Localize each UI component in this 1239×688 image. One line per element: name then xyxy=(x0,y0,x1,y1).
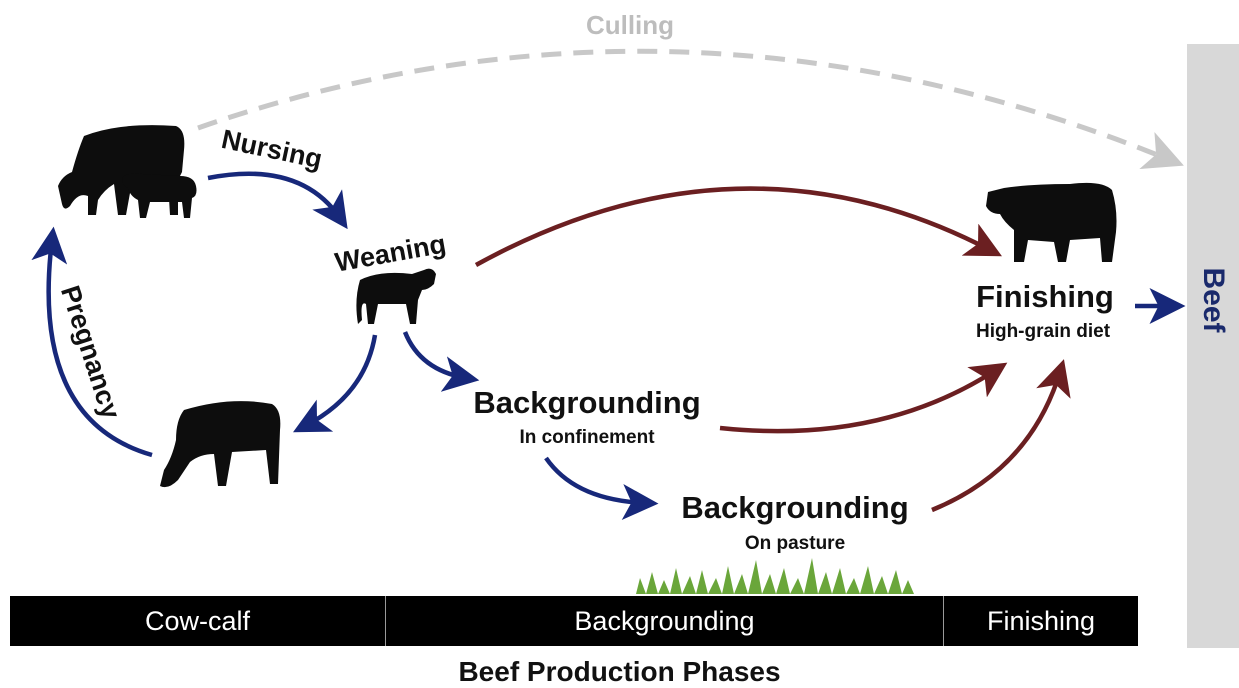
grazing-cow-icon xyxy=(160,401,281,488)
phase-backgrounding: Backgrounding xyxy=(386,596,944,646)
weaning-to-finishing-arrow xyxy=(474,186,1002,267)
beef-output-panel xyxy=(1187,44,1239,648)
culling-label: Culling xyxy=(586,10,674,40)
weaning-to-cow-arrow xyxy=(293,334,378,433)
finishing-steer-icon xyxy=(986,182,1117,262)
beef-label: Beef xyxy=(1197,267,1230,333)
pregnancy-label: Pregnancy xyxy=(55,282,126,423)
grass-icon xyxy=(636,558,914,594)
weaning-to-confinement-arrow xyxy=(402,331,480,392)
nursing-label: Nursing xyxy=(219,124,325,175)
cow-with-calf-icon xyxy=(58,125,197,218)
phase-cow-calf: Cow-calf xyxy=(10,596,386,646)
culling-arrow xyxy=(197,48,1184,170)
confinement-to-finishing-arrow xyxy=(719,362,1008,434)
nursing-arrow xyxy=(207,171,348,230)
bg-pasture-subtitle: On pasture xyxy=(745,533,845,554)
pasture-to-finishing-arrow xyxy=(931,359,1071,513)
finishing-subtitle: High-grain diet xyxy=(976,321,1111,342)
finishing-title: Finishing xyxy=(976,279,1114,314)
weaned-calf-icon xyxy=(356,268,436,324)
pregnancy-arrow xyxy=(31,226,153,458)
bg-confinement-title: Backgrounding xyxy=(473,385,700,420)
bg-pasture-title: Backgrounding xyxy=(681,490,908,525)
bg-confinement-subtitle: In confinement xyxy=(519,427,655,448)
phase-finishing: Finishing xyxy=(986,605,1096,636)
phases-caption: Beef Production Phases xyxy=(458,656,781,687)
phase-bar: Cow-calf Backgrounding Finishing xyxy=(10,596,1138,646)
confinement-to-pasture-arrow xyxy=(544,456,659,521)
